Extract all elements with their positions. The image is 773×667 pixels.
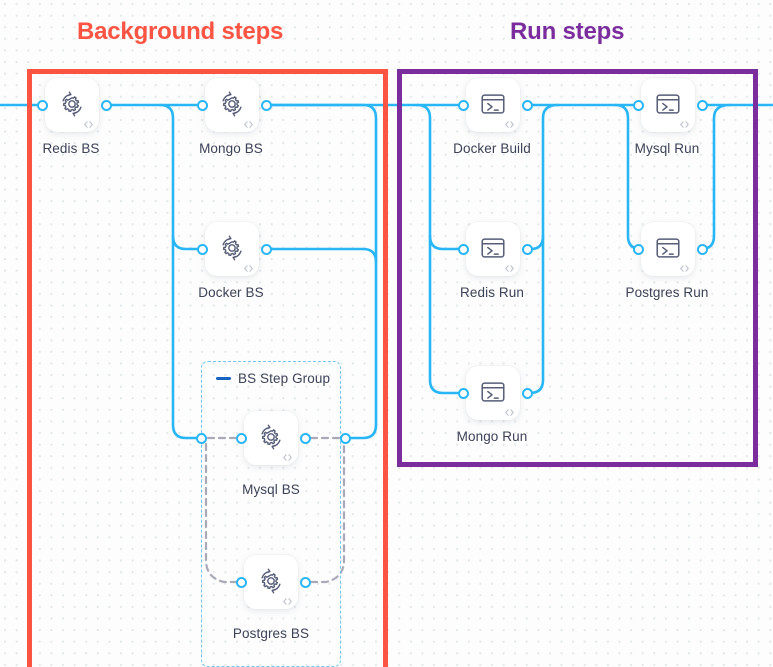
port-postgres-run-input[interactable]: [633, 244, 644, 255]
port-docker-build-output[interactable]: [522, 100, 533, 111]
node-mongo-run[interactable]: [466, 366, 520, 420]
node-postgres-run[interactable]: [641, 222, 695, 276]
node-label-mysql-bs: Mysql BS: [242, 482, 300, 497]
port-docker-bs-input[interactable]: [197, 244, 208, 255]
port-redis-run-output[interactable]: [522, 244, 533, 255]
terminal-icon: [656, 94, 680, 114]
node-postgres-bs[interactable]: [244, 555, 298, 609]
code-badge-icon: [505, 265, 514, 272]
code-badge-icon: [680, 121, 689, 128]
node-label-docker-build: Docker Build: [453, 141, 531, 156]
node-docker-build[interactable]: [466, 78, 520, 132]
terminal-icon: [481, 382, 505, 402]
node-docker-bs[interactable]: [205, 222, 259, 276]
port-redis-bs-output[interactable]: [101, 100, 112, 111]
node-mysql-bs[interactable]: [244, 411, 298, 465]
collapse-dash-icon[interactable]: [216, 377, 231, 380]
port-mongo-bs-output[interactable]: [261, 100, 272, 111]
port-mysql-run-output[interactable]: [697, 100, 708, 111]
group-frame-run-steps[interactable]: [397, 69, 758, 467]
port-docker-bs-output[interactable]: [261, 244, 272, 255]
group-title-run-steps: Run steps: [510, 18, 625, 45]
code-badge-icon: [505, 409, 514, 416]
node-label-docker-bs: Docker BS: [198, 285, 264, 300]
code-badge-icon: [505, 121, 514, 128]
port-redis-bs-input[interactable]: [37, 100, 48, 111]
port-mongo-bs-input[interactable]: [197, 100, 208, 111]
gear-sync-icon: [62, 91, 82, 117]
code-badge-icon: [244, 121, 253, 128]
node-mysql-run[interactable]: [641, 78, 695, 132]
node-mongo-bs[interactable]: [205, 78, 259, 132]
gear-sync-icon: [261, 568, 281, 594]
port-redis-run-input[interactable]: [458, 244, 469, 255]
node-label-postgres-bs: Postgres BS: [232, 626, 310, 641]
node-label-mysql-run: Mysql Run: [634, 141, 700, 156]
port-mysql-run-input[interactable]: [633, 100, 644, 111]
bs-step-group-label: BS Step Group: [238, 371, 331, 386]
bs-step-group-frame[interactable]: [201, 361, 341, 667]
gear-sync-icon: [222, 91, 242, 117]
terminal-icon: [656, 238, 680, 258]
node-label-redis-bs: Redis BS: [42, 141, 100, 156]
code-badge-icon: [283, 598, 292, 605]
group-title-background-steps: Background steps: [77, 18, 284, 45]
code-badge-icon: [283, 454, 292, 461]
port-postgres-run-output[interactable]: [697, 244, 708, 255]
terminal-icon: [481, 94, 505, 114]
port-docker-build-input[interactable]: [458, 100, 469, 111]
port-bs-step-group-output[interactable]: [340, 433, 351, 444]
bs-step-group-header[interactable]: BS Step Group: [216, 371, 330, 386]
node-label-mongo-run: Mongo Run: [456, 429, 528, 444]
code-badge-icon: [244, 265, 253, 272]
port-mongo-run-input[interactable]: [458, 388, 469, 399]
port-postgres-bs-input[interactable]: [236, 577, 247, 588]
gear-sync-icon: [222, 235, 242, 261]
code-badge-icon: [84, 121, 93, 128]
terminal-icon: [481, 238, 505, 258]
port-mysql-bs-output[interactable]: [300, 433, 311, 444]
port-postgres-bs-output[interactable]: [300, 577, 311, 588]
port-mysql-bs-input[interactable]: [236, 433, 247, 444]
gear-sync-icon: [261, 424, 281, 450]
node-label-redis-run: Redis Run: [460, 285, 524, 300]
code-badge-icon: [680, 265, 689, 272]
node-label-mongo-bs: Mongo BS: [199, 141, 263, 156]
node-redis-run[interactable]: [466, 222, 520, 276]
node-label-postgres-run: Postgres Run: [625, 285, 709, 300]
port-mongo-run-output[interactable]: [522, 388, 533, 399]
port-bs-step-group-input[interactable]: [196, 433, 207, 444]
group-frame-background-steps[interactable]: [27, 69, 388, 667]
node-redis-bs[interactable]: [45, 78, 99, 132]
